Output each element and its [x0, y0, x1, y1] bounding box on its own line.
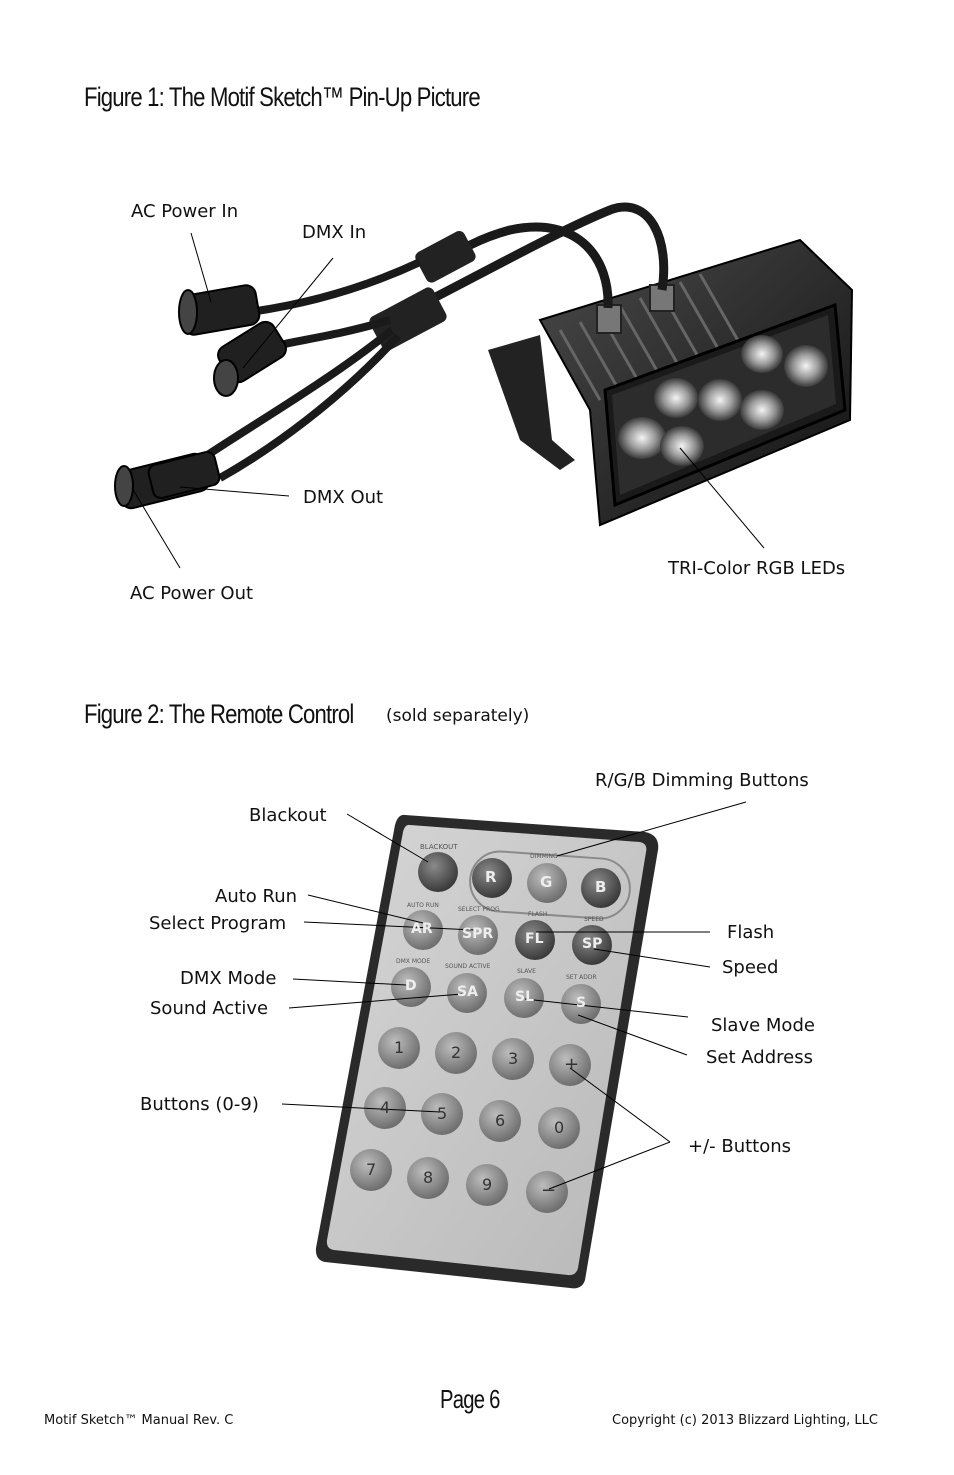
speed-caption: SPEED	[584, 916, 604, 923]
label-dmx-out: DMX Out	[303, 487, 384, 508]
label-dmx-in: DMX In	[302, 222, 367, 243]
remote-s-button: S	[576, 995, 587, 1011]
label-select-program: Select Program	[149, 913, 287, 934]
remote-sp-button: SP	[582, 936, 603, 952]
label-sound-active: Sound Active	[150, 998, 269, 1019]
auto-run-caption: AUTO RUN	[407, 902, 439, 909]
dmx-mode-caption: DMX MODE	[396, 958, 431, 965]
remote-key-4: 4	[380, 1098, 391, 1117]
remote-ar-button: AR	[411, 921, 433, 937]
label-flash: Flash	[727, 922, 775, 943]
remote-key-9: 9	[482, 1175, 493, 1194]
label-number-buttons: Buttons (0-9)	[140, 1094, 259, 1115]
label-ac-power-out: AC Power Out	[130, 583, 254, 604]
fixture-illustration	[114, 202, 854, 569]
remote-d-button: D	[405, 978, 417, 994]
label-speed: Speed	[722, 957, 779, 978]
led-cluster	[618, 335, 828, 466]
remote-key-8: 8	[423, 1168, 434, 1187]
select-prog-caption: SELECT PROG	[458, 906, 500, 913]
remote-key-3: 3	[508, 1049, 519, 1068]
remote-sa-button: SA	[457, 984, 478, 1000]
label-ac-power-in: AC Power In	[131, 201, 239, 222]
sound-active-caption: SOUND ACTIVE	[445, 963, 491, 970]
remote-g-button: G	[540, 873, 553, 891]
remote-fl-button: FL	[525, 931, 544, 947]
label-slave-mode: Slave Mode	[711, 1015, 815, 1036]
remote-key-6: 6	[495, 1111, 506, 1130]
dimming-caption: DIMMING	[530, 853, 558, 860]
label-auto-run: Auto Run	[215, 886, 298, 907]
remote-r-button: R	[485, 868, 497, 886]
flash-caption: FLASH	[528, 911, 548, 918]
remote-key-5: 5	[437, 1104, 448, 1123]
figure-2-note: (sold separately)	[386, 706, 530, 726]
remote-sl-button: SL	[515, 989, 535, 1005]
remote-key-7: 7	[366, 1160, 377, 1179]
figure-2-title: Figure 2: The Remote Control	[84, 699, 354, 729]
remote-illustration	[281, 801, 747, 1289]
remote-key-0: 0	[554, 1118, 565, 1137]
page-number: Page 6	[440, 1384, 500, 1414]
remote-key-minus: −	[541, 1180, 557, 1201]
footer-left: Motif Sketch™ Manual Rev. C	[44, 1413, 234, 1428]
blackout-caption: BLACKOUT	[420, 843, 458, 851]
label-set-address: Set Address	[706, 1047, 813, 1068]
label-dmx-mode: DMX Mode	[180, 968, 277, 989]
label-plus-minus: +/- Buttons	[688, 1136, 792, 1157]
slave-caption: SLAVE	[517, 968, 536, 975]
number-keys	[350, 1027, 591, 1213]
remote-spr-button: SPR	[462, 926, 494, 942]
label-blackout: Blackout	[249, 805, 327, 826]
remote-key-plus: +	[564, 1054, 580, 1075]
rgb-buttons	[472, 858, 621, 908]
label-tri-color-leds: TRI-Color RGB LEDs	[668, 558, 846, 579]
label-rgb-dimming: R/G/B Dimming Buttons	[595, 770, 809, 791]
remote-key-2: 2	[451, 1043, 462, 1062]
set-addr-caption: SET ADDR	[566, 974, 597, 981]
remote-key-1: 1	[394, 1038, 405, 1057]
footer-right: Copyright (c) 2013 Blizzard Lighting, LL…	[612, 1413, 878, 1428]
figure-1-title: Figure 1: The Motif Sketch™ Pin-Up Pictu…	[84, 82, 481, 112]
remote-b-button: B	[595, 878, 607, 896]
